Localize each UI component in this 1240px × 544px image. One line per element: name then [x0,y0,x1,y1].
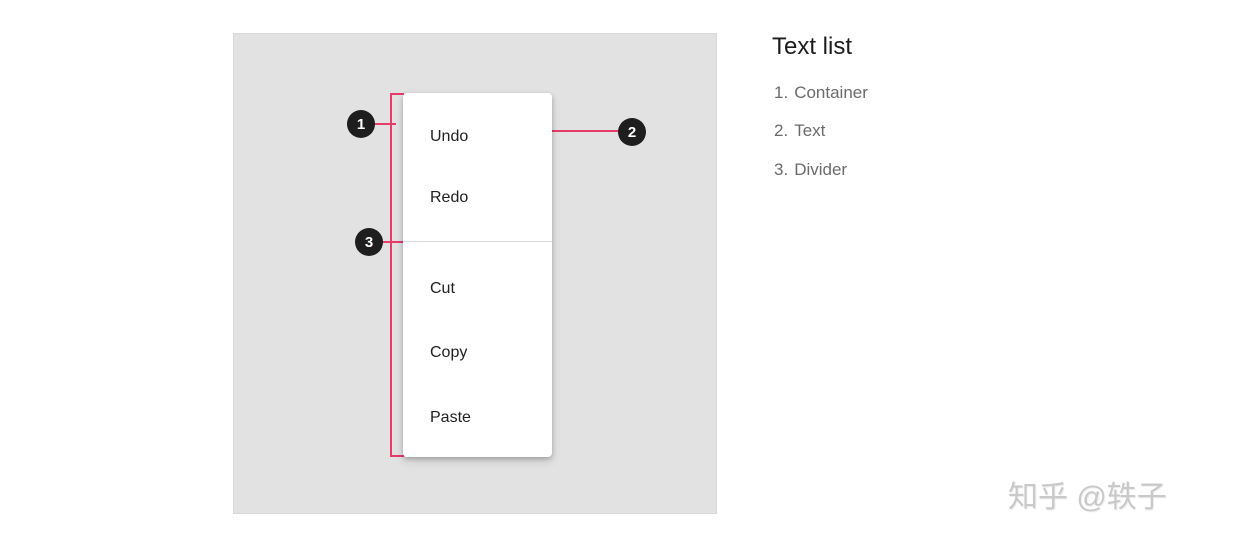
callout-badge-2: 2 [618,118,646,146]
annotation-bracket-tick-top [390,93,404,95]
menu-divider [403,241,552,242]
annotation-bracket-tick-bottom [390,455,404,457]
watermark: 知乎 @轶子 [1008,481,1167,514]
legend-item-container: 1. Container [774,83,868,103]
legend-item-label: Text [794,121,826,140]
legend-item-label: Container [794,83,868,102]
legend-item-divider: 3. Divider [774,160,847,180]
legend-title: Text list [772,33,853,60]
menu-item-cut[interactable]: Cut [430,280,455,297]
annotation-container-bracket [390,93,392,457]
menu-item-paste[interactable]: Paste [430,409,471,426]
legend-item-number: 2. [774,121,789,140]
legend-item-label: Divider [794,160,848,179]
legend-item-text: 2. Text [774,121,825,141]
legend-item-number: 3. [774,160,789,179]
menu-item-undo[interactable]: Undo [430,128,469,145]
menu-item-redo[interactable]: Redo [430,189,469,206]
callout-badge-1: 1 [347,110,375,138]
legend-item-number: 1. [774,83,789,102]
annotation-line-1 [374,123,396,125]
annotation-line-2 [489,130,619,132]
callout-badge-3: 3 [355,228,383,256]
text-menu: Undo Redo Cut Copy Paste [403,93,552,457]
annotation-line-3 [382,241,403,243]
menu-item-copy[interactable]: Copy [430,344,468,361]
